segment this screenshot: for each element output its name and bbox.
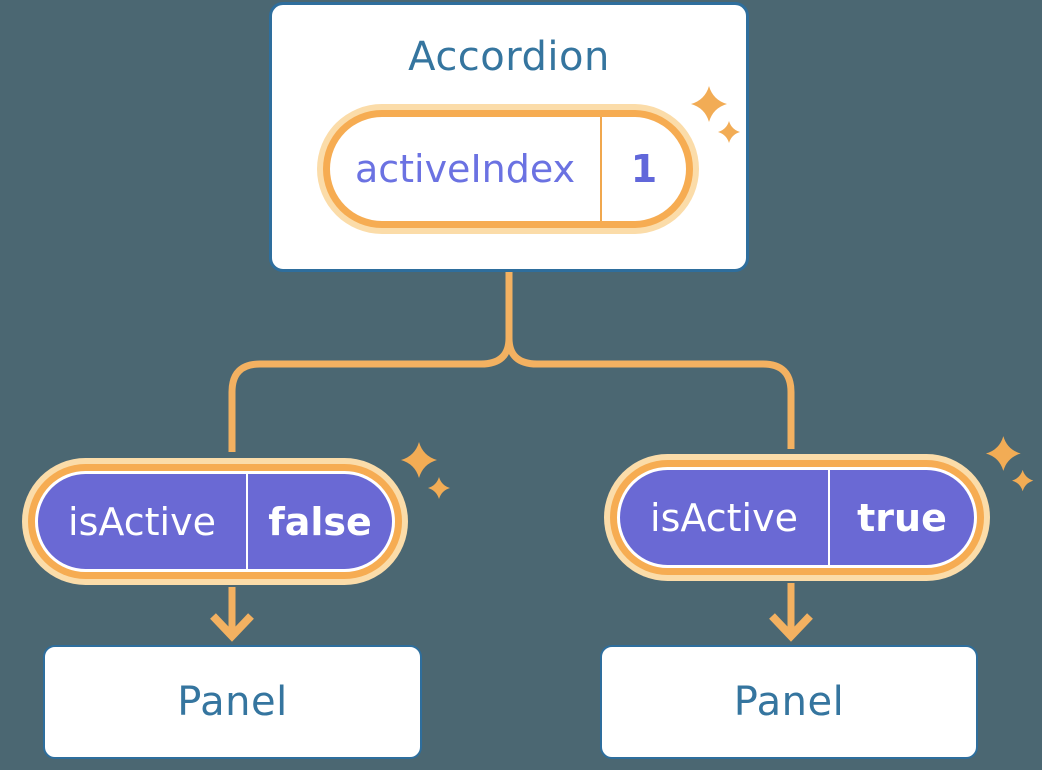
pill-divider <box>600 117 602 221</box>
state-value: 1 <box>630 147 658 191</box>
arrow-right-pill-to-panel <box>769 583 813 642</box>
pill-divider <box>828 470 830 565</box>
prop-label: isActive <box>68 499 216 544</box>
prop-value: false <box>268 499 372 544</box>
sparkle-icon <box>401 442 450 499</box>
panel-title: Panel <box>177 679 288 725</box>
prop-value: true <box>857 495 947 540</box>
panel-card-right: Panel <box>600 645 978 759</box>
state-label: activeIndex <box>354 147 576 191</box>
prop-pill-isactive-false: isActive false <box>35 471 395 572</box>
panel-title: Panel <box>733 679 845 725</box>
prop-pill-isactive-true: isActive true <box>617 467 977 568</box>
sparkle-icon <box>985 436 1034 492</box>
state-pill-activeindex: activeIndex 1 <box>330 117 686 221</box>
sparkle-icon <box>691 86 740 143</box>
arrow-left-pill-to-panel <box>210 587 254 642</box>
connector-accordion-to-left-pill <box>228 272 513 452</box>
pill-divider <box>246 474 248 569</box>
prop-label: isActive <box>650 495 798 540</box>
accordion-title: Accordion <box>408 34 610 80</box>
panel-card-left: Panel <box>43 645 422 759</box>
connector-accordion-to-right-pill <box>505 272 795 449</box>
